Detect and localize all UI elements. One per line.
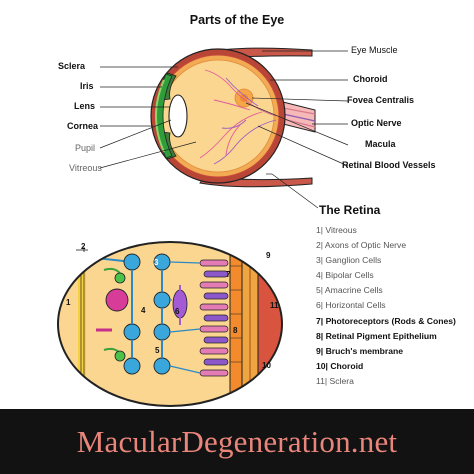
retina-diagram (58, 242, 282, 406)
retina-number-7: 7 (226, 270, 231, 279)
label-choroid: Choroid (353, 74, 388, 84)
legend-item: 5| Amacrine Cells (316, 285, 383, 296)
label-pupil: Pupil (75, 143, 96, 153)
label-lens: Lens (74, 101, 96, 111)
retina-number-9: 9 (266, 251, 271, 260)
legend-item: 6| Horizontal Cells (316, 300, 386, 311)
retina-legend: 1| Vitreous 2| Axons of Optic Nerve 3| G… (316, 223, 456, 389)
label-macula: Macula (365, 139, 396, 149)
legend-item: 10| Choroid (316, 360, 364, 371)
label-fovea-centralis: Fovea Centralis (347, 95, 415, 105)
retina-number-6: 6 (175, 307, 180, 316)
legend-item: 7| Photoreceptors (Rods & Cones) (316, 315, 456, 326)
label-sclera: Sclera (58, 61, 86, 71)
legend-item: 1| Vitreous (316, 225, 357, 235)
retina-oval-outline (57, 241, 283, 407)
fovea (240, 94, 248, 102)
retina-number-2: 2 (81, 242, 86, 251)
retina-number-5: 5 (155, 346, 160, 355)
site-name[interactable]: MacularDegeneration.net (76, 423, 398, 459)
label-retinal-blood-vessels: Retinal Blood Vessels (342, 160, 436, 170)
legend-item: 11| Sclera (316, 375, 354, 386)
footer-banner: MacularDegeneration.net (0, 409, 474, 474)
legend-item: 8| Retinal Pigment Epithelium (316, 330, 437, 341)
label-vitreous: Vitreous (69, 163, 102, 173)
legend-item: 9| Bruch's membrane (316, 345, 404, 356)
label-cornea: Cornea (67, 121, 99, 131)
retina-number-10: 10 (262, 361, 271, 370)
retina-number-1: 1 (66, 298, 71, 307)
retina-number-3: 3 (154, 258, 159, 267)
label-optic-nerve: Optic Nerve (351, 118, 402, 128)
label-eye-muscle: Eye Muscle (351, 45, 398, 55)
eye-diagram (150, 47, 316, 188)
legend-item: 4| Bipolar Cells (316, 270, 374, 281)
page-title: Parts of the Eye (189, 13, 285, 27)
retina-number-4: 4 (141, 306, 146, 315)
legend-item: 2| Axons of Optic Nerve (316, 240, 407, 251)
label-iris: Iris (80, 81, 94, 91)
legend-item: 3| Ganglion Cells (316, 255, 382, 266)
retina-title: The Retina (319, 203, 381, 217)
lens (168, 94, 188, 138)
retina-number-8: 8 (233, 326, 238, 335)
retina-number-11: 11 (270, 301, 279, 310)
